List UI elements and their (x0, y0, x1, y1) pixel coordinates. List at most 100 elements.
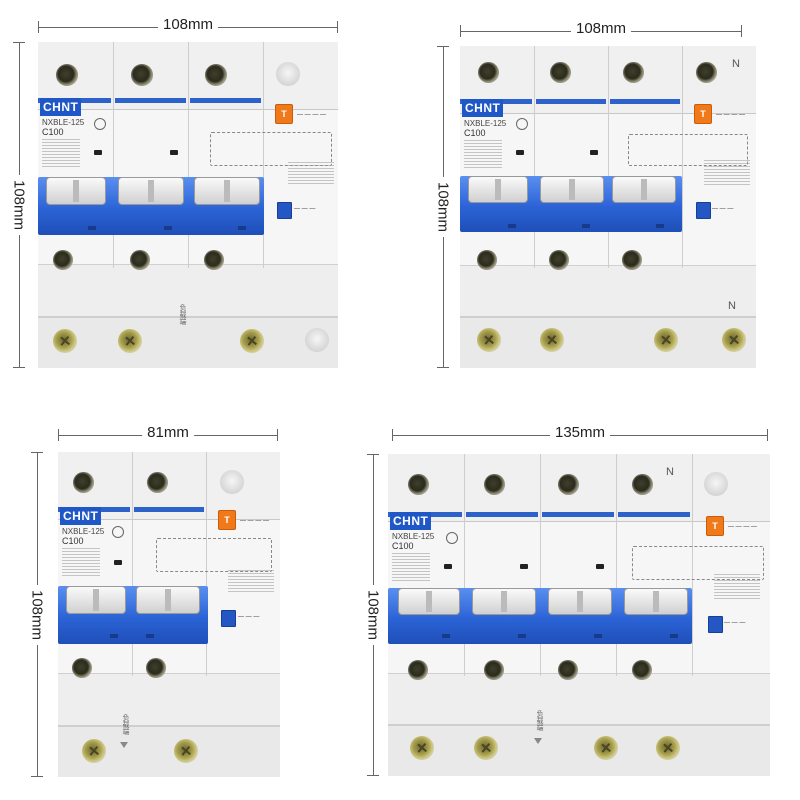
width-dimension: 108mm (460, 20, 742, 38)
line-terminal (205, 64, 227, 86)
terminal-hole (276, 62, 300, 86)
circuit-diagram (156, 538, 272, 572)
line-terminal (550, 62, 571, 83)
neutral-terminal (722, 328, 746, 352)
height-label: 108mm (10, 174, 28, 236)
test-button[interactable]: T (275, 104, 293, 124)
neutral-mark: N (666, 466, 674, 478)
reset-button[interactable] (221, 610, 236, 627)
model-number: NXBLE-125 (464, 119, 507, 128)
toggle-grip (624, 588, 688, 615)
terminal-hole (220, 470, 244, 494)
line-terminal (147, 472, 168, 493)
load-terminal (204, 250, 224, 270)
model-number: NXBLE-125 (62, 527, 105, 536)
neutral-terminal (474, 736, 498, 760)
neutral-mark: N (732, 58, 740, 70)
load-terminal (146, 658, 166, 678)
rating-label: C100 (62, 536, 84, 546)
toggle-grip (540, 176, 604, 203)
reset-button[interactable] (708, 616, 723, 633)
width-label: 81mm (142, 424, 194, 441)
line-terminal (408, 474, 429, 495)
test-button[interactable]: T (706, 516, 724, 536)
line-terminal (632, 474, 653, 495)
load-side-label: 负载端 (536, 710, 543, 731)
rating-label: C100 (42, 127, 64, 137)
certification-mark (516, 118, 528, 130)
line-terminal (623, 62, 644, 83)
rating-label: C100 (464, 128, 486, 138)
test-button[interactable]: T (218, 510, 236, 530)
height-dimension: 108mm (10, 42, 28, 368)
toggle-grip (118, 177, 184, 205)
breaker-2p: CHNT NXBLE-125 C100 T — — — — — — — 负载端 (58, 452, 280, 777)
rating-label: C100 (392, 541, 414, 551)
neutral-terminal (174, 739, 198, 763)
load-terminal (632, 660, 652, 680)
neutral-terminal (656, 736, 680, 760)
test-instruction: — — — — (716, 112, 746, 118)
indicator-slot (590, 150, 598, 155)
test-instruction: — — — — (297, 112, 327, 118)
brand-logo: CHNT (462, 99, 504, 117)
line-terminal (56, 64, 78, 86)
neutral-terminal (540, 328, 564, 352)
brand-logo: CHNT (60, 507, 102, 525)
neutral-terminal (240, 329, 264, 353)
toggle-grip (136, 586, 200, 614)
width-label: 108mm (157, 16, 219, 33)
toggle-grip (46, 177, 106, 205)
line-terminal (73, 472, 94, 493)
load-terminal (130, 250, 150, 270)
width-label: 135mm (549, 424, 611, 441)
certification-mark (112, 526, 124, 538)
breaker-3p: CHNT NXBLE-125 C100 T — — — — — — — 负载端 (38, 42, 338, 368)
indicator-slot (170, 150, 178, 155)
reset-button[interactable] (277, 202, 292, 219)
neutral-terminal (410, 736, 434, 760)
test-button[interactable]: T (694, 104, 712, 124)
toggle-grip (66, 586, 126, 614)
indicator-slot (114, 560, 122, 565)
breaker-3p-n: N CHNT NXBLE-125 C100 T — — — — — — — N (460, 46, 756, 368)
neutral-terminal (594, 736, 618, 760)
terminal-hole (305, 328, 329, 352)
load-terminal (549, 250, 569, 270)
load-terminal (72, 658, 92, 678)
indicator-slot (596, 564, 604, 569)
load-terminal (622, 250, 642, 270)
model-number: NXBLE-125 (42, 118, 85, 127)
toggle-grip (612, 176, 676, 203)
breaker-4p: N CHNT NXBLE-125 C100 T — — — — — — — 负载… (388, 454, 770, 776)
indicator-slot (516, 150, 524, 155)
test-instruction: — — — — (240, 518, 270, 524)
reset-button[interactable] (696, 202, 711, 219)
width-label: 108mm (570, 20, 632, 37)
toggle-grip (194, 177, 260, 205)
load-terminal (53, 250, 73, 270)
neutral-mark: N (728, 300, 736, 312)
line-terminal (131, 64, 153, 86)
toggle-grip (398, 588, 460, 615)
load-terminal (484, 660, 504, 680)
width-dimension: 108mm (38, 16, 338, 34)
indicator-slot (94, 150, 102, 155)
circuit-diagram (628, 134, 748, 166)
neutral-terminal (477, 328, 501, 352)
height-label: 108mm (28, 584, 46, 645)
load-terminal (477, 250, 497, 270)
width-dimension: 81mm (58, 424, 278, 442)
indicator-slot (444, 564, 452, 569)
model-number: NXBLE-125 (392, 532, 435, 541)
certification-mark (446, 532, 458, 544)
terminal-hole (704, 472, 728, 496)
test-instruction: — — — — (728, 524, 758, 530)
toggle-grip (472, 588, 536, 615)
height-label: 108mm (434, 176, 452, 238)
indicator-slot (520, 564, 528, 569)
toggle-grip (548, 588, 612, 615)
brand-logo: CHNT (40, 98, 82, 116)
load-side-label: 负载端 (179, 304, 186, 325)
height-dimension: 108mm (434, 46, 452, 368)
